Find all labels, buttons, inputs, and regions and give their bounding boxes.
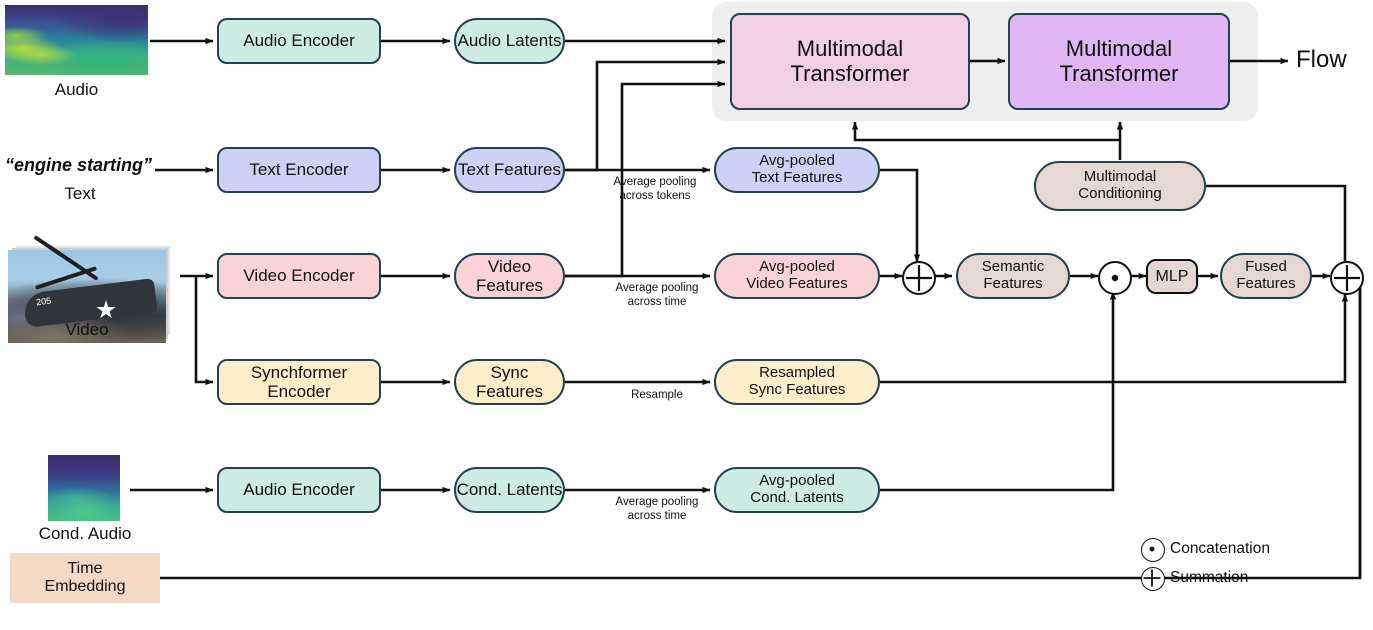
node-audio-latents[interactable]: Audio Latents bbox=[454, 18, 565, 64]
node-time-embedding[interactable]: Time Embedding bbox=[10, 553, 160, 603]
input-text-value: “engine starting” bbox=[5, 155, 153, 175]
input-caption-audio: Audio bbox=[54, 80, 99, 99]
summation-operator-final[interactable] bbox=[1330, 261, 1364, 295]
node-multimodal-conditioning[interactable]: Multimodal Conditioning bbox=[1034, 161, 1206, 211]
edge-label-average-pooling-time-video: Average pooling across time bbox=[615, 282, 699, 308]
concatenation-operator[interactable] bbox=[1098, 261, 1132, 295]
node-synchformer-encoder[interactable]: Synchformer Encoder bbox=[217, 359, 381, 405]
node-avg-pooled-video-features[interactable]: Avg-pooled Video Features bbox=[714, 253, 880, 299]
audio-spectrogram-thumbnail bbox=[5, 5, 148, 75]
cond-audio-spectrogram-thumbnail bbox=[48, 455, 120, 521]
input-caption-cond-audio: Cond. Audio bbox=[38, 524, 132, 543]
summation-icon bbox=[906, 265, 932, 291]
legend-concatenation-icon bbox=[1141, 538, 1165, 562]
node-sync-features[interactable]: Sync Features bbox=[454, 359, 565, 405]
summation-icon bbox=[1334, 265, 1360, 291]
node-multimodal-transformer-2[interactable]: Multimodal Transformer bbox=[1008, 13, 1230, 110]
summation-operator-semantic[interactable] bbox=[902, 261, 936, 295]
node-multimodal-transformer-1[interactable]: Multimodal Transformer bbox=[730, 13, 970, 110]
input-caption-video: Video bbox=[65, 320, 109, 339]
node-avg-pooled-text-features[interactable]: Avg-pooled Text Features bbox=[714, 147, 880, 193]
node-audio-encoder[interactable]: Audio Encoder bbox=[217, 18, 381, 64]
node-avg-pooled-cond-latents[interactable]: Avg-pooled Cond. Latents bbox=[714, 467, 880, 513]
edge-label-average-pooling-tokens: Average pooling across tokens bbox=[613, 176, 697, 202]
edge-label-resample: Resample bbox=[631, 389, 683, 401]
output-label-flow: Flow bbox=[1296, 46, 1347, 73]
edge-label-average-pooling-time-cond: Average pooling across time bbox=[615, 496, 699, 522]
legend-label-summation: Summation bbox=[1170, 569, 1249, 586]
input-caption-text: Text bbox=[64, 184, 96, 203]
node-fused-features[interactable]: Fused Features bbox=[1220, 253, 1312, 299]
node-video-features[interactable]: Video Features bbox=[454, 253, 565, 299]
node-resampled-sync-features[interactable]: Resampled Sync Features bbox=[714, 359, 880, 405]
legend-label-concatenation: Concatenation bbox=[1170, 540, 1270, 557]
node-cond-audio-encoder[interactable]: Audio Encoder bbox=[217, 467, 381, 513]
node-semantic-features[interactable]: Semantic Features bbox=[956, 253, 1070, 299]
node-mlp[interactable]: MLP bbox=[1146, 259, 1198, 294]
node-video-encoder[interactable]: Video Encoder bbox=[217, 253, 381, 299]
concatenation-icon bbox=[1111, 274, 1119, 282]
legend-summation-icon bbox=[1141, 567, 1165, 591]
node-cond-latents[interactable]: Cond. Latents bbox=[454, 467, 565, 513]
node-text-features[interactable]: Text Features bbox=[454, 147, 565, 193]
node-text-encoder[interactable]: Text Encoder bbox=[217, 147, 381, 193]
